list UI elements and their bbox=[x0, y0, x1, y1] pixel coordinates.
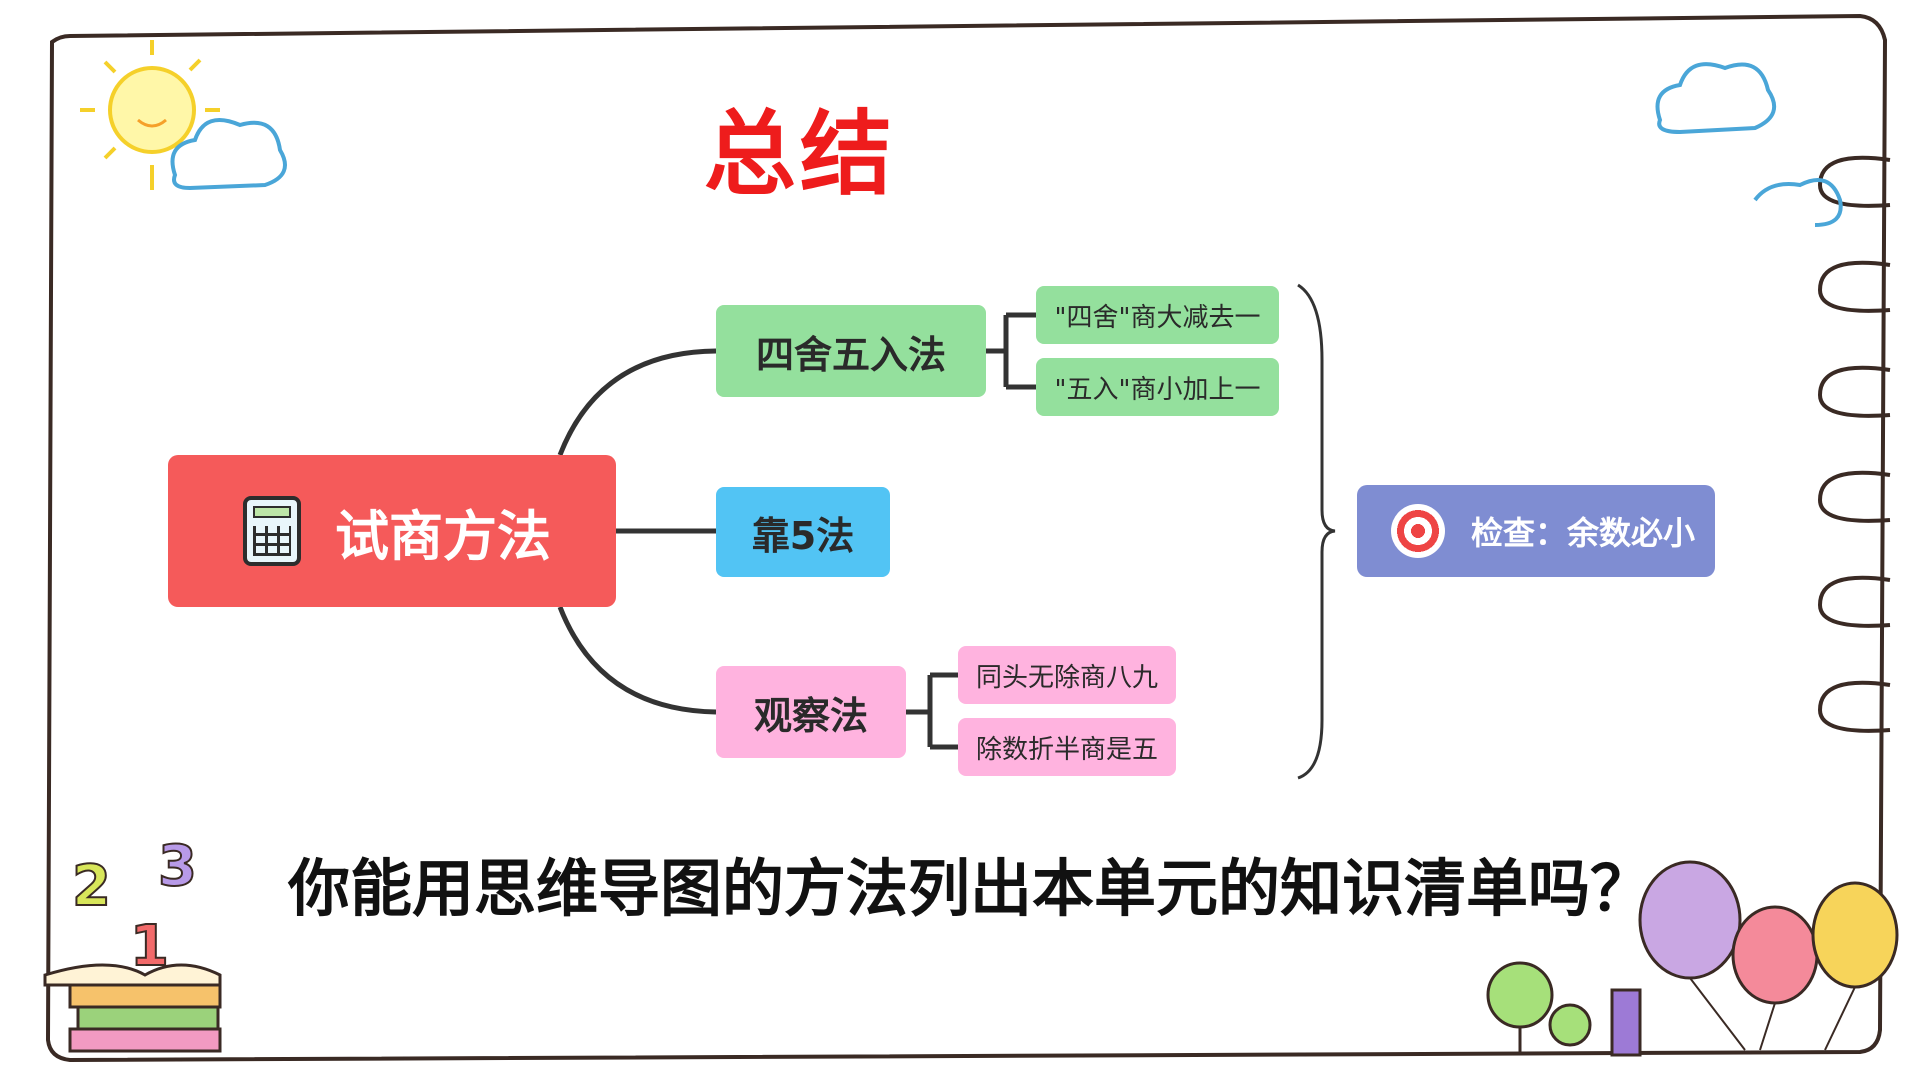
summary-brace bbox=[1297, 283, 1336, 780]
connector-root-branch3 bbox=[557, 606, 717, 715]
leaf-same-head-rule: 同头无除商八九 bbox=[958, 646, 1176, 704]
summary-node: 检查：余数必小 bbox=[1357, 485, 1715, 577]
svg-text:1: 1 bbox=[130, 914, 169, 979]
page-title: 总结 bbox=[703, 101, 896, 208]
branch-near-five-method: 靠5法 bbox=[716, 487, 890, 577]
tree-icon bbox=[1486, 961, 1642, 1057]
question-text: 你能用思维导图的方法列出本单元的知识清单吗？ bbox=[288, 852, 1653, 925]
cloud-icon bbox=[1655, 62, 1777, 135]
connector-branch1-leaves bbox=[986, 312, 1036, 390]
cloud-icon bbox=[170, 118, 287, 191]
svg-text:2: 2 bbox=[72, 854, 111, 919]
page-frame bbox=[45, 13, 1888, 1063]
notebook-ring-icon bbox=[1817, 155, 1891, 733]
target-icon bbox=[1391, 504, 1445, 558]
branch-observation-method: 观察法 bbox=[716, 666, 906, 758]
books-icon bbox=[43, 963, 222, 1053]
summary-label: 检查：余数必小 bbox=[1471, 514, 1696, 552]
branch-rounding-method: 四舍五入法 bbox=[716, 305, 986, 397]
calculator-icon bbox=[243, 496, 301, 566]
sun-icon bbox=[80, 40, 220, 190]
svg-text:3: 3 bbox=[158, 834, 197, 899]
leaf-round-down-rule: "四舍"商大减去一 bbox=[1036, 286, 1279, 344]
mindmap-root: 试商方法 bbox=[168, 455, 616, 607]
connector-root-branch1 bbox=[557, 348, 717, 456]
balloon-icon bbox=[1638, 860, 1899, 1051]
connector-branch3-leaves bbox=[906, 672, 958, 750]
root-label: 试商方法 bbox=[335, 504, 551, 568]
leaf-round-up-rule: "五入"商小加上一 bbox=[1036, 358, 1279, 416]
leaf-half-divisor-rule: 除数折半商是五 bbox=[958, 718, 1176, 776]
cloud-icon bbox=[1753, 178, 1843, 227]
number-icon: 2 3 1 bbox=[71, 833, 198, 980]
